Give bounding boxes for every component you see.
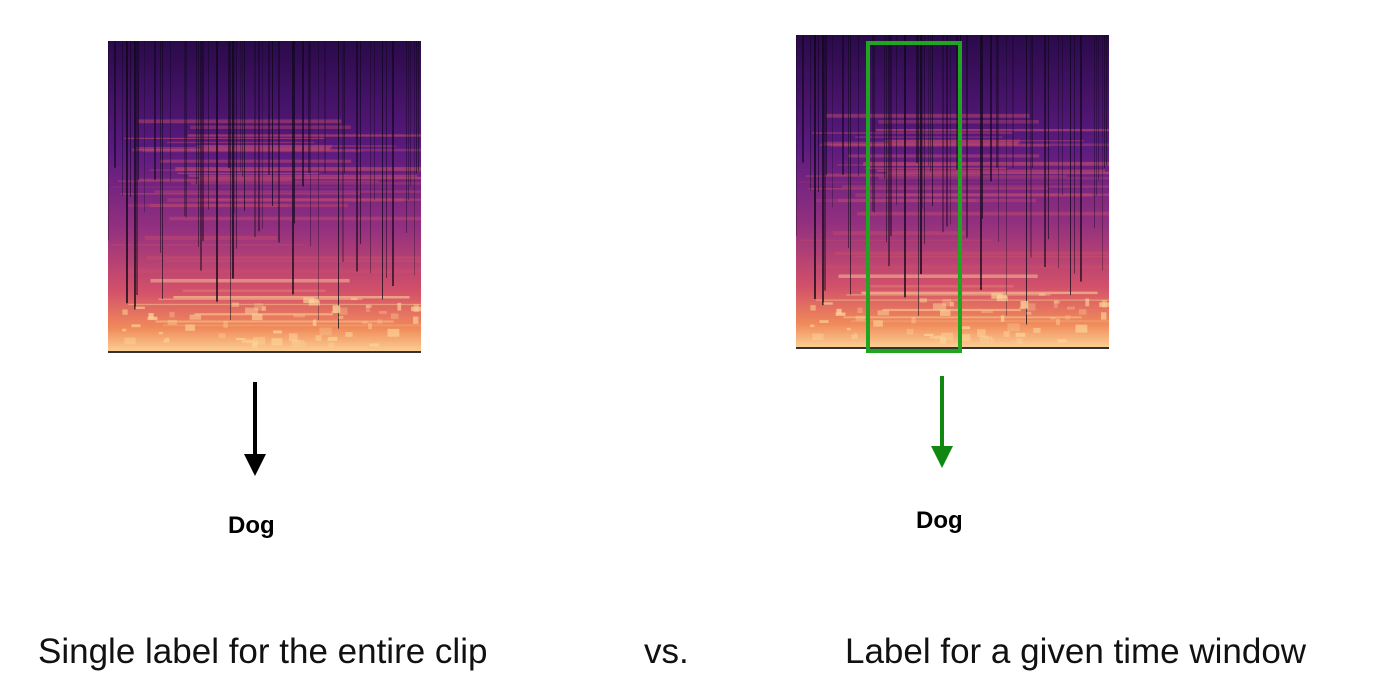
label-right: Dog bbox=[916, 507, 963, 534]
spectrogram-right bbox=[796, 35, 1109, 349]
spectrogram-right-image bbox=[796, 35, 1109, 349]
caption-right: Label for a given time window bbox=[845, 632, 1307, 671]
label-left: Dog bbox=[228, 512, 275, 539]
time-window-box bbox=[866, 41, 962, 353]
arrow-down-left-icon bbox=[244, 382, 266, 476]
arrow-down-right-icon bbox=[931, 376, 953, 468]
caption-left: Single label for the entire clip bbox=[38, 632, 488, 671]
caption-vs: vs. bbox=[644, 632, 689, 671]
spectrogram-left bbox=[108, 41, 421, 353]
spectrogram-left-image bbox=[108, 41, 421, 353]
